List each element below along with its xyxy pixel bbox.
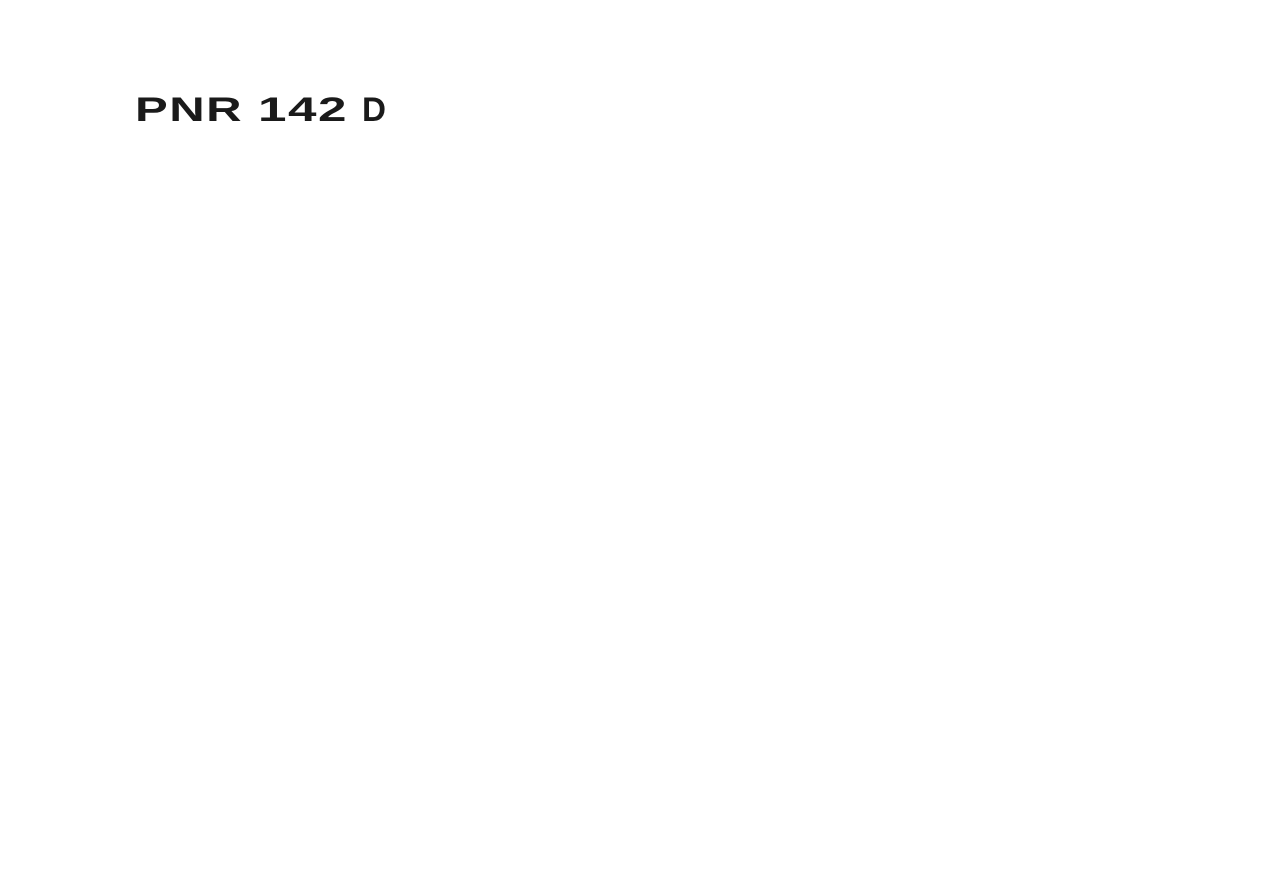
svg-text:PNR: PNR — [135, 91, 243, 129]
svg-text:D: D — [362, 91, 386, 129]
svg-text:142: 142 — [258, 91, 348, 129]
